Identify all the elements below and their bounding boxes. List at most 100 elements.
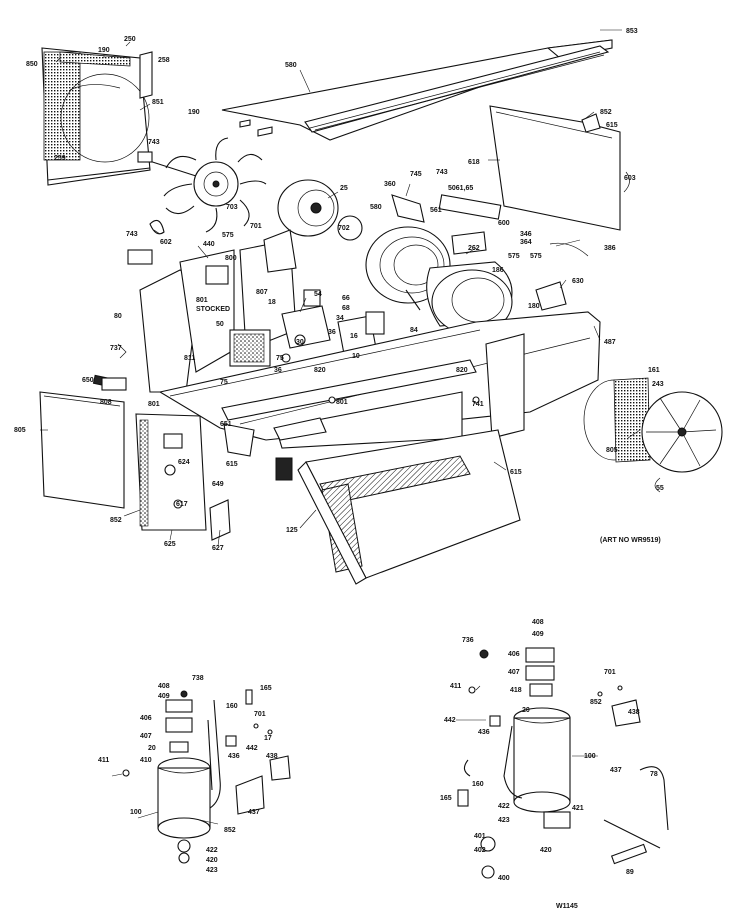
label-36: 36 xyxy=(328,329,336,336)
label-743b: 743 xyxy=(436,169,448,176)
label-190b: 190 xyxy=(188,109,200,116)
label-615b: 615 xyxy=(226,461,238,468)
label-800: 800 xyxy=(225,255,237,262)
label-54: 54 xyxy=(314,291,322,298)
label-808: 808 xyxy=(100,399,112,406)
outdoor-fan-243 xyxy=(583,377,723,493)
label-80: 80 xyxy=(114,313,122,320)
label-66: 66 xyxy=(342,295,350,302)
art-number: (ART NO WR9519) xyxy=(600,537,661,544)
label-bl-438: 438 xyxy=(266,753,278,760)
label-851: 851 xyxy=(152,99,164,106)
label-br-401: 401 xyxy=(474,833,486,840)
label-853: 853 xyxy=(626,28,638,35)
label-852b: 852 xyxy=(110,517,122,524)
label-bl-422: 422 xyxy=(206,847,218,854)
label-625: 625 xyxy=(164,541,176,548)
top-cover-580 xyxy=(221,39,613,141)
label-190: 190 xyxy=(98,47,110,54)
label-737: 737 xyxy=(110,345,122,352)
label-br-400: 400 xyxy=(498,875,510,882)
label-75b: 75 xyxy=(220,379,228,386)
label-br-422: 422 xyxy=(498,803,510,810)
label-bl-408: 408 xyxy=(158,683,170,690)
label-386: 386 xyxy=(604,245,616,252)
label-36b: 36 xyxy=(274,367,282,374)
label-805: 805 xyxy=(14,427,26,434)
label-bl-406: 406 xyxy=(140,715,152,722)
label-801-stocked: STOCKED xyxy=(196,306,230,313)
label-624: 624 xyxy=(178,459,190,466)
label-br-421: 421 xyxy=(572,805,584,812)
label-5061-65: 5061,65 xyxy=(448,185,473,192)
label-615: 615 xyxy=(606,122,618,129)
label-360: 360 xyxy=(384,181,396,188)
label-bl-411: 411 xyxy=(98,757,109,764)
label-br-402: 402 xyxy=(474,847,486,854)
label-br-20: 20 xyxy=(522,707,530,714)
label-651: 651 xyxy=(220,421,232,428)
label-743: 743 xyxy=(148,139,160,146)
label-615c: 615 xyxy=(510,469,522,476)
label-br-408: 408 xyxy=(532,619,544,626)
label-440: 440 xyxy=(203,241,215,248)
leader-lines xyxy=(40,29,641,825)
label-bl-423: 423 xyxy=(206,867,218,874)
control-components xyxy=(229,289,385,367)
label-bl-442: 442 xyxy=(246,745,258,752)
label-16: 16 xyxy=(350,333,358,340)
label-bl-410: 410 xyxy=(140,757,152,764)
label-243: 243 xyxy=(652,381,664,388)
label-br-418: 418 xyxy=(510,687,522,694)
label-br-736: 736 xyxy=(462,637,474,644)
label-br-100: 100 xyxy=(584,753,596,760)
label-364: 364 xyxy=(520,239,532,246)
label-811: 811 xyxy=(184,355,195,362)
label-801: 801 xyxy=(196,297,208,304)
part-labels: 853 580 850 190 250 258 851 259 190 743 … xyxy=(14,28,664,910)
label-743c: 743 xyxy=(126,231,138,238)
label-618: 618 xyxy=(468,159,480,166)
label-627: 627 xyxy=(212,545,224,552)
label-bl-436: 436 xyxy=(228,753,240,760)
label-68: 68 xyxy=(342,305,350,312)
label-617: 617 xyxy=(176,501,188,508)
label-bl-852: 852 xyxy=(224,827,236,834)
label-br-407: 407 xyxy=(508,669,520,676)
label-75a: 75 xyxy=(276,355,284,362)
label-580b: 580 xyxy=(370,204,382,211)
compressor-assembly-left xyxy=(122,689,291,864)
label-259: 259 xyxy=(54,155,66,162)
label-702: 702 xyxy=(338,225,350,232)
partition-bracket-800 xyxy=(139,229,297,393)
label-br-852: 852 xyxy=(590,699,602,706)
label-852: 852 xyxy=(600,109,612,116)
label-br-406: 406 xyxy=(508,651,520,658)
footer-code: W1145 xyxy=(556,903,578,910)
label-bl-407: 407 xyxy=(140,733,152,740)
label-575c: 575 xyxy=(508,253,520,260)
label-745: 745 xyxy=(410,171,422,178)
label-701: 701 xyxy=(250,223,262,230)
label-262: 262 xyxy=(468,245,480,252)
label-bl-17: 17 xyxy=(264,735,272,742)
label-580: 580 xyxy=(285,62,297,69)
blower-housing-assembly xyxy=(365,194,513,335)
label-250: 250 xyxy=(124,36,136,43)
label-487: 487 xyxy=(604,339,616,346)
label-br-423: 423 xyxy=(498,817,510,824)
label-180: 180 xyxy=(528,303,540,310)
label-820: 820 xyxy=(314,367,326,374)
label-br-437: 437 xyxy=(610,767,622,774)
side-panel-805 xyxy=(39,374,125,509)
label-bl-409: 409 xyxy=(158,693,170,700)
label-650: 650 xyxy=(82,377,94,384)
label-br-411: 411 xyxy=(450,683,461,690)
label-30: 30 xyxy=(296,339,304,346)
label-820b: 820 xyxy=(456,367,468,374)
label-br-89: 89 xyxy=(626,869,634,876)
label-850: 850 xyxy=(26,61,38,68)
label-br-165: 165 xyxy=(440,795,452,802)
label-br-420: 420 xyxy=(540,847,552,854)
label-br-78: 78 xyxy=(650,771,658,778)
